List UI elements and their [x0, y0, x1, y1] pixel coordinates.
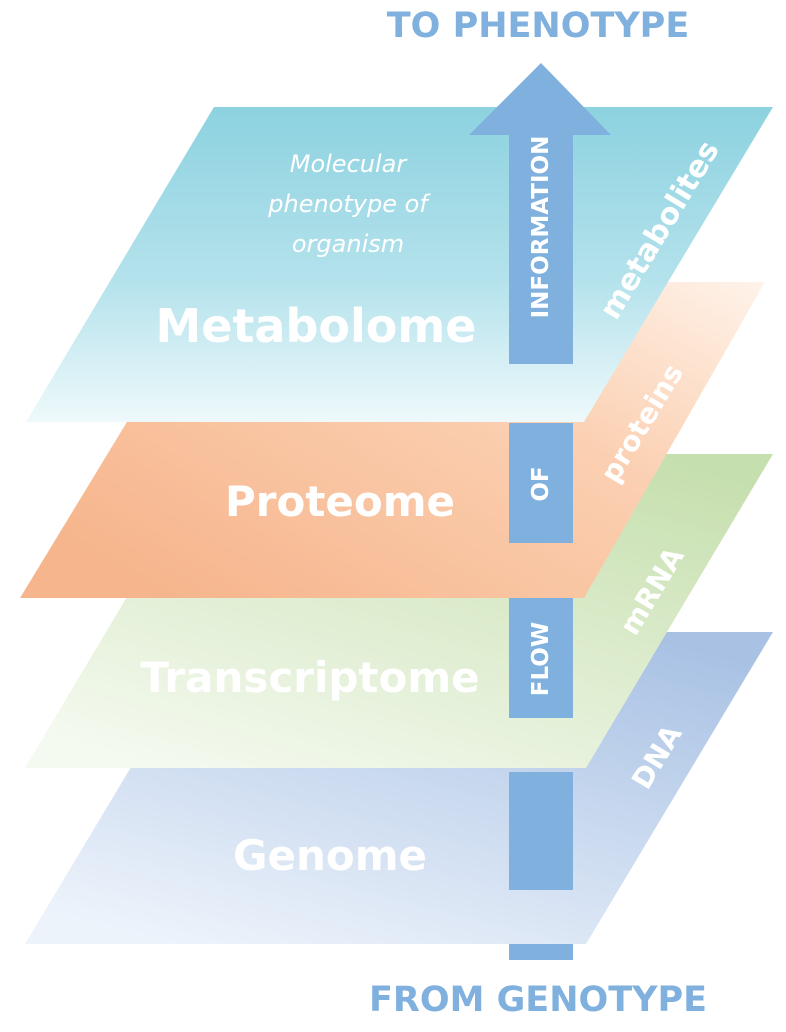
- metabolome-plane: [26, 107, 773, 422]
- arrow-segment-flow: [509, 598, 573, 718]
- metabolome-note-line-1: Molecular: [290, 150, 409, 178]
- information-flow-arrow: INFORMATION OF FLOW: [469, 63, 611, 960]
- metabolome-note-line-3: organism: [292, 230, 404, 258]
- to-phenotype-label: TO PHENOTYPE: [387, 6, 690, 46]
- metabolome-label: Metabolome: [155, 299, 476, 353]
- genome-label: Genome: [233, 831, 427, 880]
- arrow-head: [469, 63, 611, 364]
- metabolome-note-line-2: phenotype of: [267, 190, 431, 218]
- transcriptome-label: Transcriptome: [140, 653, 479, 702]
- flow-word-of: OF: [528, 466, 554, 501]
- flow-word-information: INFORMATION: [528, 136, 554, 319]
- from-genotype-label: FROM GENOTYPE: [369, 980, 707, 1020]
- arrow-segment-of: [509, 423, 573, 543]
- proteome-label: Proteome: [225, 477, 455, 526]
- arrow-segment-bottom: [509, 944, 573, 960]
- flow-word-flow: FLOW: [528, 622, 554, 696]
- arrow-segment-genome: [509, 772, 573, 890]
